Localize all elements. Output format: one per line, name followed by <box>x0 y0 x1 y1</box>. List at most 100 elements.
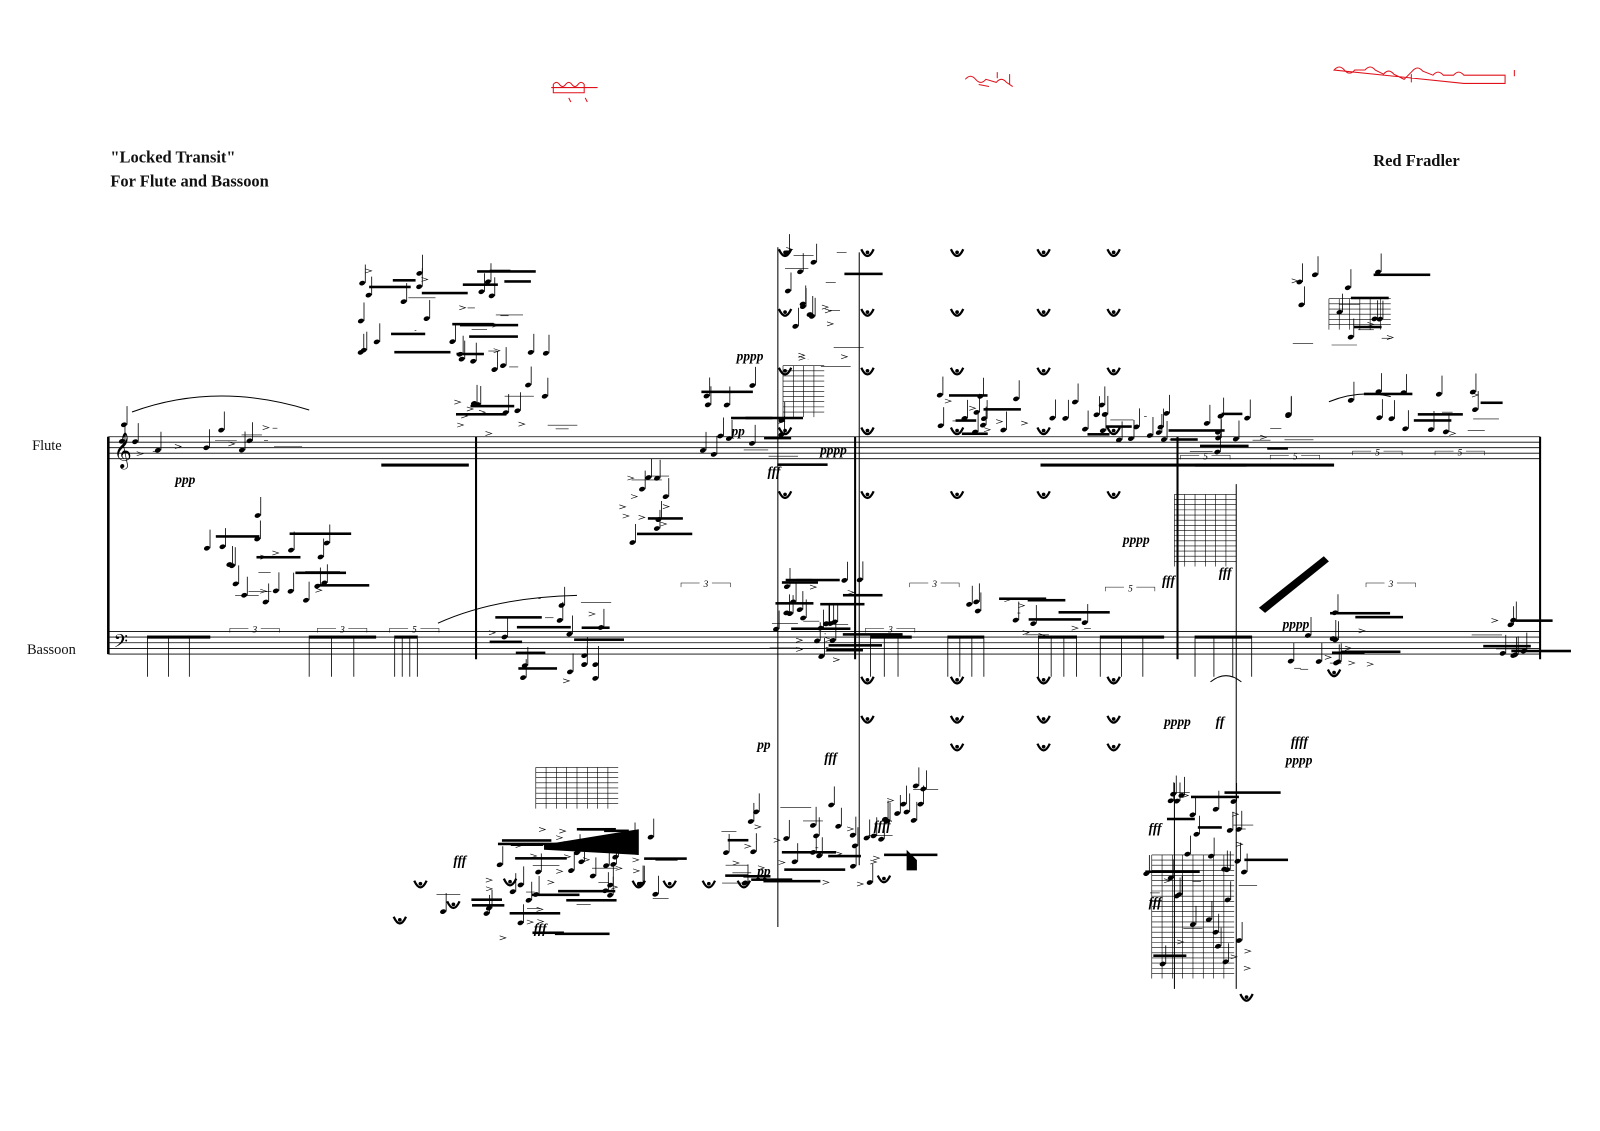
accent-icon <box>824 308 833 314</box>
accent-icon <box>619 504 627 510</box>
note-head-icon <box>272 588 279 594</box>
note-beam <box>764 436 792 440</box>
note-head-icon <box>749 441 756 446</box>
fermata-icon <box>1106 308 1121 317</box>
note-head-icon <box>365 292 372 298</box>
note-head-icon <box>810 259 817 265</box>
fermata-icon <box>1106 490 1121 500</box>
note-beam <box>842 593 883 597</box>
fermata-icon <box>1106 367 1121 376</box>
note-beam <box>999 597 1047 601</box>
fermata-dot <box>955 310 959 314</box>
tuplet-bracket <box>1180 455 1231 460</box>
fermata-dot <box>1041 492 1046 497</box>
note-head-icon <box>578 859 585 865</box>
note-head-icon <box>723 850 730 855</box>
tuplet-number: 5 <box>1458 448 1463 458</box>
fermata-dot <box>1111 492 1116 497</box>
note-head-icon <box>262 599 269 605</box>
accent-icon <box>826 321 835 327</box>
note-head-icon <box>1375 389 1382 395</box>
accent-icon <box>493 348 501 354</box>
fermata-icon <box>949 743 965 752</box>
fermata-icon <box>777 426 793 436</box>
note-head-icon <box>246 438 253 444</box>
note-head-icon <box>973 599 980 605</box>
tuplet-number: 3 <box>339 625 345 635</box>
red-annotation-marks <box>551 66 1515 103</box>
note-head-icon <box>218 427 225 433</box>
tuplet-bracket <box>1352 450 1403 456</box>
note-beam <box>472 904 505 907</box>
fermata-icon <box>1106 248 1121 258</box>
note-head-icon <box>1371 316 1378 322</box>
note-beam <box>1170 438 1198 441</box>
accent-icon <box>1243 965 1252 971</box>
accent-icon <box>821 304 830 310</box>
note-beam <box>510 843 543 846</box>
note-beam <box>1244 858 1289 862</box>
fermata-dot <box>865 677 870 682</box>
filled-block <box>906 849 917 871</box>
note-beam <box>781 850 836 854</box>
note-head-icon <box>416 270 423 276</box>
note-head-icon <box>517 920 524 926</box>
note-beam <box>983 408 1021 411</box>
fermata-arc <box>777 367 793 376</box>
accent-icon <box>744 843 752 849</box>
note-head-icon <box>910 818 917 823</box>
tuplet-number: 3 <box>887 625 893 635</box>
note-head-icon <box>900 801 907 807</box>
note-beam <box>947 635 984 639</box>
note-head-icon <box>542 350 549 356</box>
accent-icon <box>1182 793 1190 798</box>
note-head-icon <box>254 513 261 518</box>
fermata-arc <box>860 715 875 724</box>
fermata-arc <box>949 426 965 436</box>
accent-icon <box>773 837 781 843</box>
fermata-arc <box>1036 367 1051 376</box>
note-head-icon <box>841 577 848 583</box>
fermata-dot <box>865 492 870 497</box>
fermata-dot <box>955 368 959 373</box>
accent-icon <box>622 513 630 519</box>
note-head-icon <box>483 911 490 916</box>
note-head-icon <box>607 892 614 898</box>
note-head-icon <box>373 339 380 345</box>
accent-icon <box>611 884 619 890</box>
note-head-icon <box>1098 402 1105 408</box>
note-head-icon <box>1143 871 1150 876</box>
note-head-icon <box>423 316 430 321</box>
note-head-icon <box>1184 851 1191 857</box>
note-head-icon <box>863 835 870 841</box>
accent-icon <box>825 637 833 642</box>
note-beam <box>1373 273 1431 277</box>
note-head-icon <box>359 280 366 286</box>
accent-icon <box>1345 645 1353 651</box>
accent-icon <box>588 611 596 617</box>
note-head-icon <box>654 475 661 481</box>
fermata-dot <box>882 876 886 881</box>
note-beam <box>701 390 753 394</box>
note-beam <box>469 335 518 338</box>
note-beam <box>1191 795 1239 799</box>
fermata-arc <box>860 426 875 436</box>
note-beam <box>820 602 865 606</box>
note-head-icon <box>1296 279 1303 285</box>
fermata-dot <box>783 428 787 433</box>
note-head-icon <box>238 447 245 453</box>
fermata-icon <box>1106 715 1121 724</box>
accent-icon <box>786 247 794 252</box>
fermata-icon <box>860 426 875 436</box>
accent-icon <box>537 919 545 924</box>
note-head-icon <box>966 601 973 607</box>
note-head-icon <box>541 393 548 399</box>
fermata-dot <box>783 310 787 314</box>
fermata-arc <box>502 878 518 887</box>
note-head-icon <box>517 882 524 888</box>
note-beam <box>309 635 377 639</box>
note-head-icon <box>1512 652 1519 658</box>
fermata-arc <box>1036 743 1051 752</box>
note-head-icon <box>974 608 981 614</box>
